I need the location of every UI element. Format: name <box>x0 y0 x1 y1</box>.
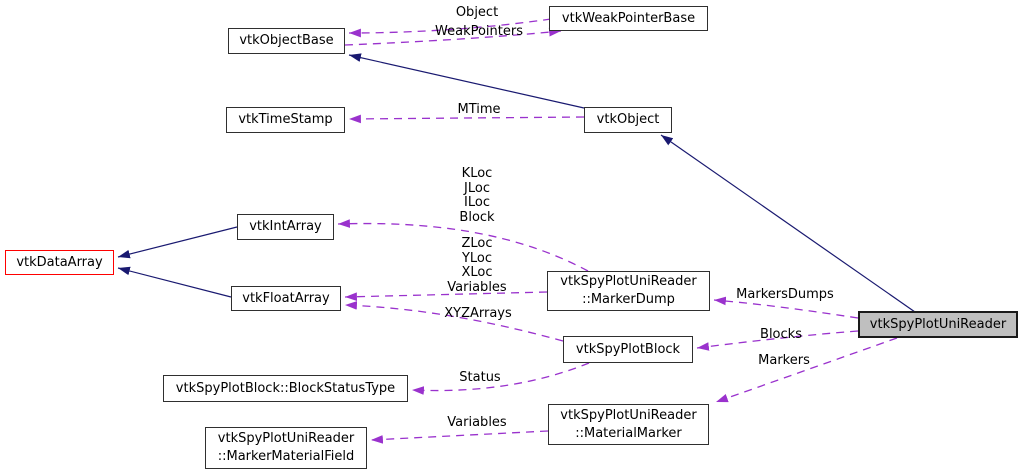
edge-label-xyzarrays: XYZArrays <box>444 305 512 321</box>
edge-label-blocks: Blocks <box>760 326 802 342</box>
edge-label-variables-bottom: Variables <box>447 414 507 430</box>
node-markermaterialfield[interactable]: vtkSpyPlotUniReader ::MarkerMaterialFiel… <box>205 427 367 469</box>
edge-inherit-vtkobject-to-vtkobjectbase <box>348 53 585 109</box>
edge-label-weakpointers: WeakPointers <box>435 23 523 39</box>
edge-label-markersdumps: MarkersDumps <box>736 286 834 302</box>
edge-blocks <box>696 330 859 351</box>
edge-inherit-vtkintarray-to-vtkdataarray <box>117 226 238 259</box>
edge-status <box>411 362 590 395</box>
edge-kloc-jloc-iloc-block <box>337 219 589 272</box>
edge-object <box>348 18 552 38</box>
edge-variables-bottom <box>370 430 549 444</box>
edge-zloc-yloc-xloc-variables <box>344 291 548 302</box>
node-materialmarker[interactable]: vtkSpyPlotUniReader ::MaterialMarker <box>548 404 709 445</box>
edge-label-status: Status <box>459 369 501 385</box>
edge-markers <box>715 337 898 403</box>
edge-label-floatarray-members: ZLoc YLoc XLoc Variables <box>447 236 507 295</box>
edge-label-mtime: MTime <box>457 101 501 117</box>
node-vtktimestamp[interactable]: vtkTimeStamp <box>226 107 345 133</box>
edge-weakpointers <box>344 27 562 46</box>
edge-markersdumps <box>713 296 859 319</box>
edge-label-markers: Markers <box>758 352 810 368</box>
node-vtkintarray[interactable]: vtkIntArray <box>237 214 334 240</box>
node-markerdump[interactable]: vtkSpyPlotUniReader ::MarkerDump <box>547 271 710 311</box>
edge-label-object: Object <box>455 4 499 20</box>
edge-mtime <box>348 114 585 124</box>
edge-label-intarray-members: KLoc JLoc ILoc Block <box>459 166 495 225</box>
node-vtkobjectbase[interactable]: vtkObjectBase <box>228 28 345 54</box>
node-vtkspyplotblock[interactable]: vtkSpyPlotBlock <box>563 336 693 363</box>
node-blockstatustype[interactable]: vtkSpyPlotBlock::BlockStatusType <box>163 375 408 402</box>
node-vtkspyplotunireader[interactable]: vtkSpyPlotUniReader <box>858 311 1018 338</box>
node-vtkweakpointerbase[interactable]: vtkWeakPointerBase <box>549 6 708 31</box>
node-vtkobject[interactable]: vtkObject <box>584 107 672 133</box>
edge-inherit-vtkfloatarray-to-vtkdataarray <box>117 266 232 298</box>
node-vtkfloatarray[interactable]: vtkFloatArray <box>231 286 341 311</box>
node-vtkdataarray[interactable]: vtkDataArray <box>5 250 114 275</box>
edge-inherit-unireader-to-vtkobject <box>660 134 916 313</box>
